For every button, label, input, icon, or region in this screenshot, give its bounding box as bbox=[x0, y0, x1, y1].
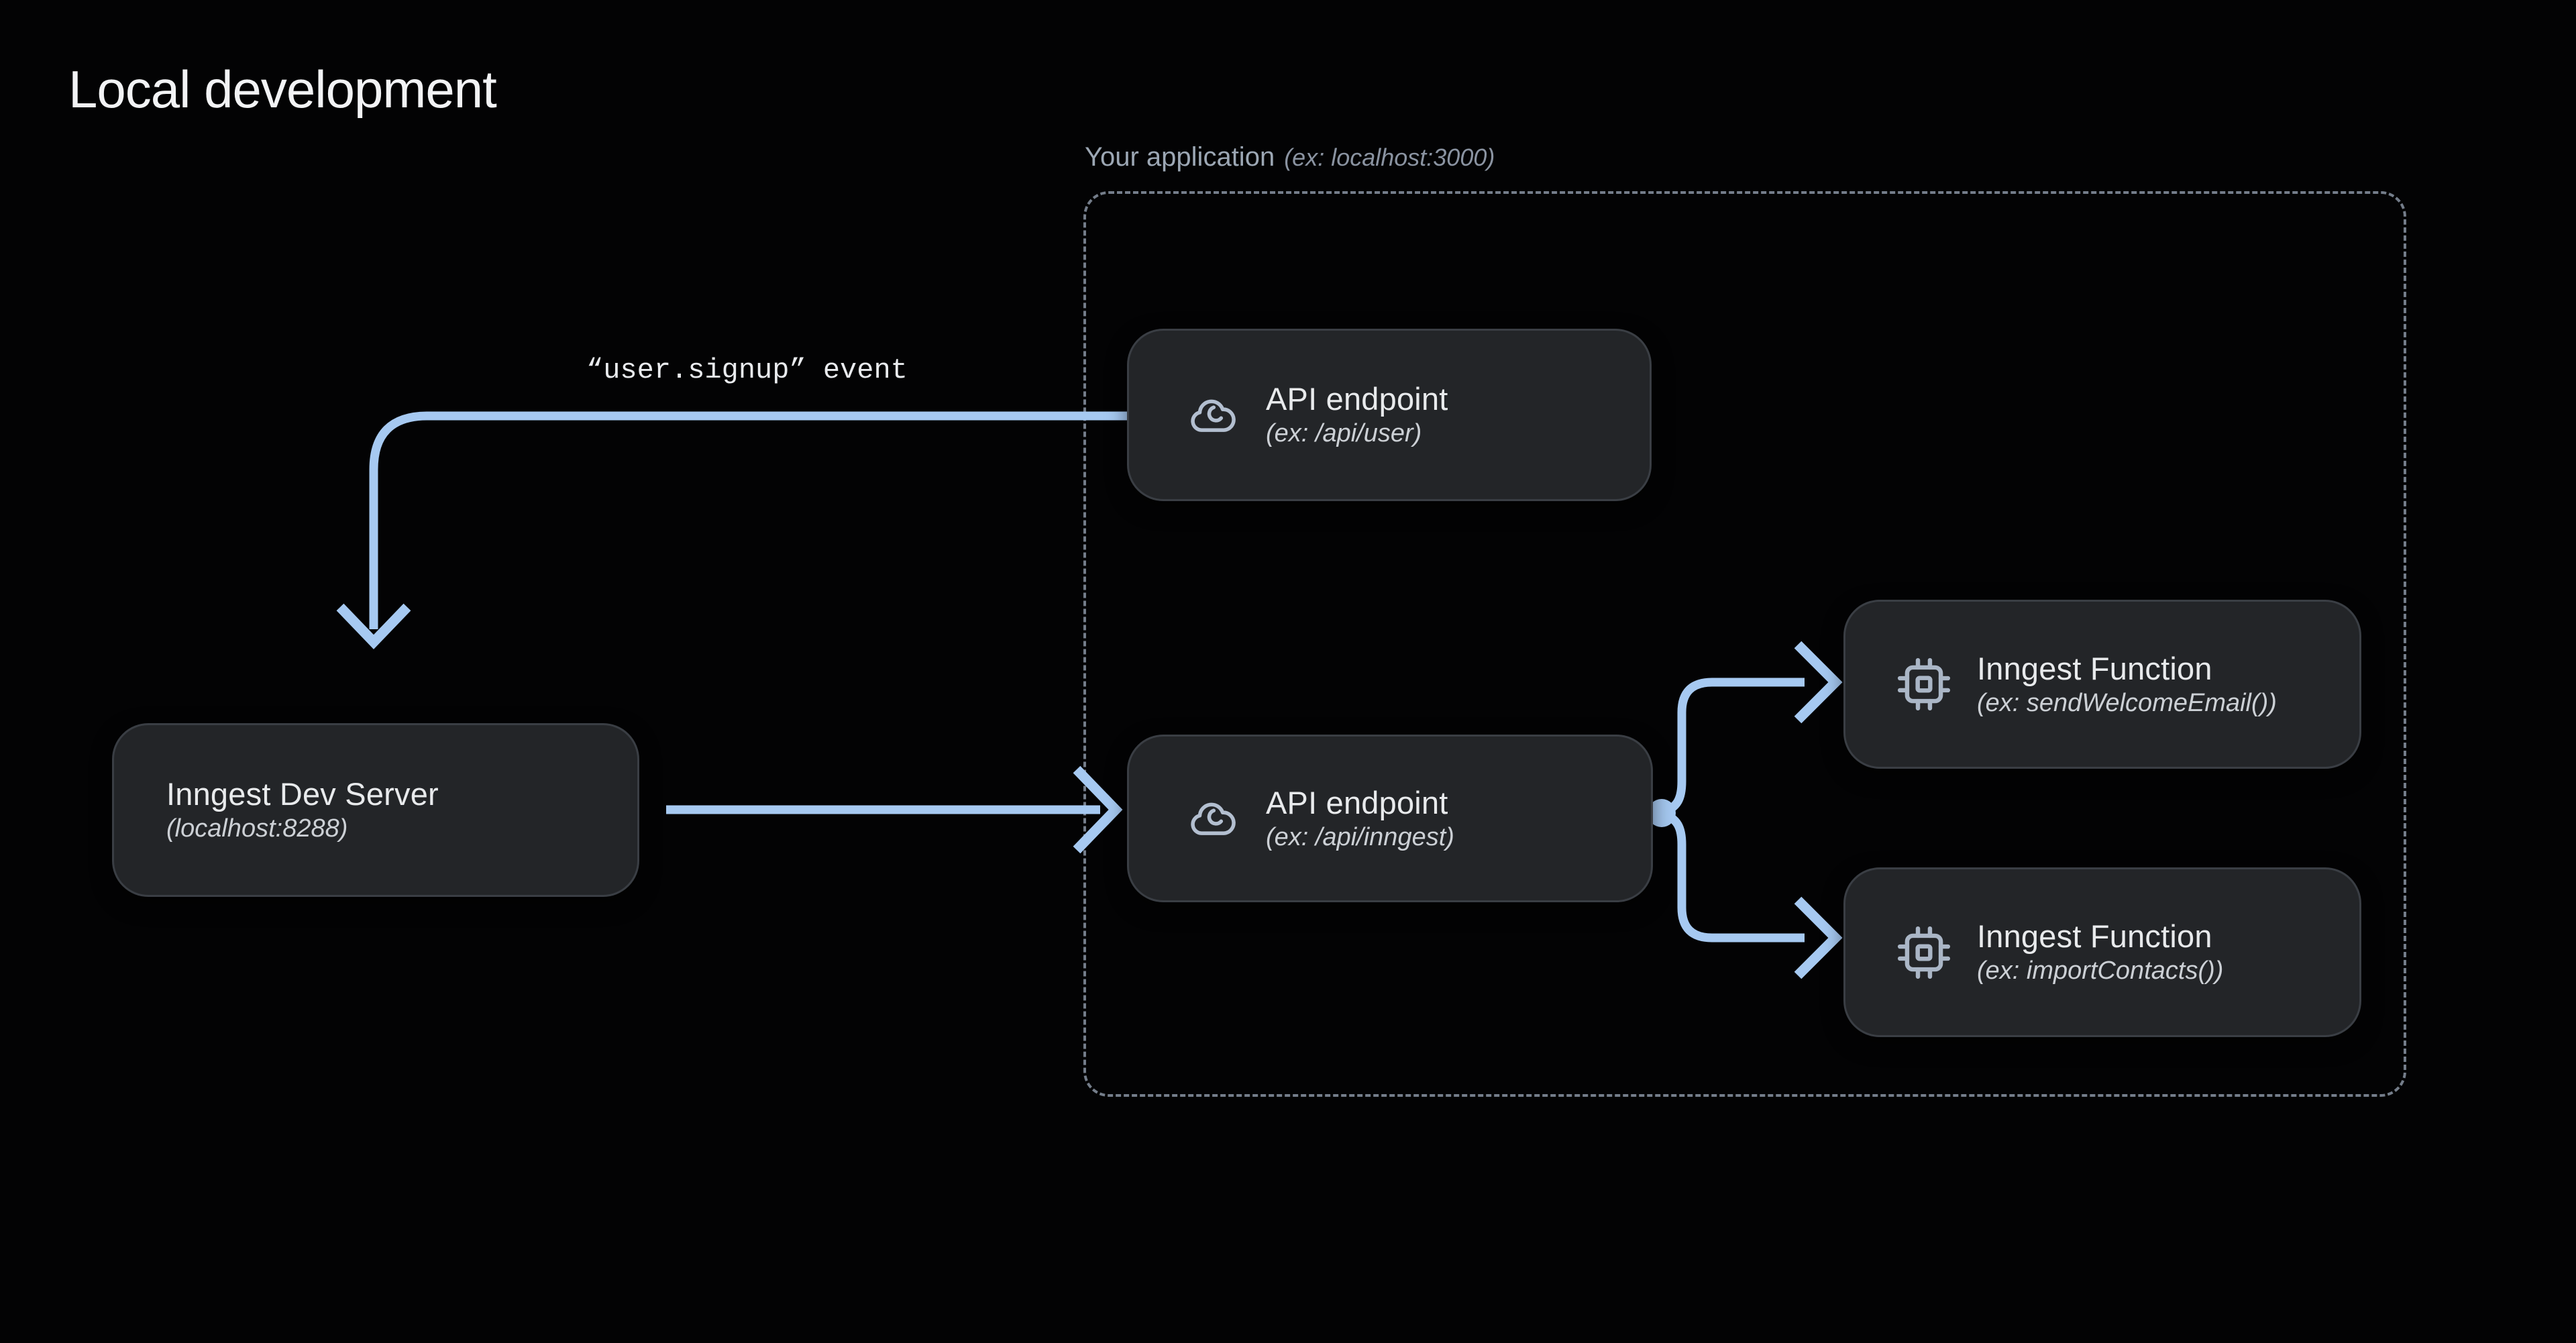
node-title: Inngest Dev Server bbox=[166, 776, 439, 812]
node-title: API endpoint bbox=[1266, 784, 1448, 820]
node-subtitle: (ex: importContacts()) bbox=[1977, 957, 2224, 985]
node-title: Inngest Function bbox=[1977, 918, 2212, 955]
cloud-icon bbox=[1187, 389, 1239, 441]
edge-event-line bbox=[369, 411, 1127, 629]
node-inngest-function-send-welcome-email: Inngest Function (ex: sendWelcomeEmail()… bbox=[1843, 600, 2361, 769]
node-title: Inngest Function bbox=[1977, 650, 2212, 686]
application-dashed-container bbox=[1083, 191, 2406, 1097]
node-subtitle: (ex: /api/user) bbox=[1266, 419, 1422, 448]
node-subtitle: (ex: /api/inngest) bbox=[1266, 822, 1454, 851]
node-subtitle: (localhost:8288) bbox=[166, 814, 348, 843]
node-inngest-dev-server: Inngest Dev Server (localhost:8288) bbox=[112, 723, 639, 897]
node-title: API endpoint bbox=[1266, 381, 1448, 417]
node-api-endpoint-user: API endpoint (ex: /api/user) bbox=[1127, 329, 1652, 501]
edge-event-arrowhead bbox=[336, 603, 411, 649]
node-inngest-function-import-contacts: Inngest Function (ex: importContacts()) bbox=[1843, 867, 2361, 1037]
event-label: “user.signup” event bbox=[586, 354, 908, 386]
cpu-icon bbox=[1895, 924, 1953, 981]
application-label-example: (ex: localhost:3000) bbox=[1284, 144, 1495, 171]
application-container-label: Your application (ex: localhost:3000) bbox=[1085, 142, 1495, 172]
cpu-icon bbox=[1895, 655, 1953, 713]
cloud-icon bbox=[1187, 792, 1239, 845]
page-title: Local development bbox=[68, 60, 497, 119]
node-api-endpoint-inngest: API endpoint (ex: /api/inngest) bbox=[1127, 735, 1653, 902]
application-label-text: Your application bbox=[1085, 142, 1275, 172]
node-subtitle: (ex: sendWelcomeEmail()) bbox=[1977, 688, 2277, 717]
